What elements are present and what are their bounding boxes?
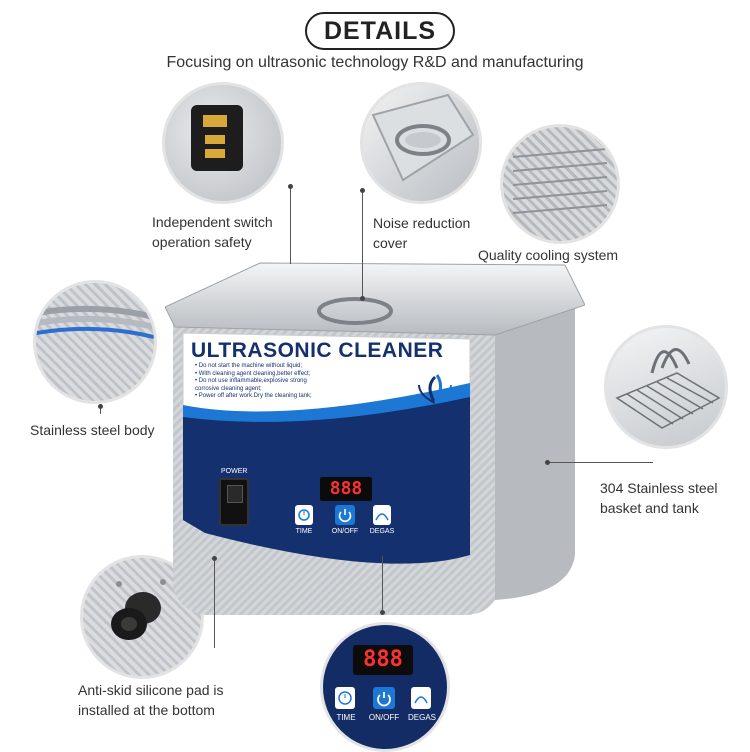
basket-caption-line1: 304 Stainless steel — [600, 480, 718, 496]
zoom-degas-label: DEGAS — [407, 713, 436, 722]
pad-caption: Anti-skid silicone pad is installed at t… — [78, 680, 224, 720]
dot-pad — [212, 556, 217, 561]
connector-switch — [290, 186, 291, 264]
dot-basket — [545, 460, 550, 465]
cleaner-body-shape — [165, 262, 585, 615]
dot-cover-bottom — [360, 296, 365, 301]
connector-basket — [547, 462, 653, 463]
switch-caption: Independent switch operation safety — [152, 212, 273, 252]
zoom-degas-icon — [411, 687, 431, 709]
degas-icon — [375, 513, 389, 521]
warning-5: • Power off after work.Dry the cleaning … — [195, 393, 312, 399]
steel-body-closeup — [33, 280, 157, 404]
basket-caption-line2: basket and tank — [600, 500, 699, 516]
cleaner-label-title: ULTRASONIC CLEANER — [191, 339, 444, 362]
granbo-logo-icon — [418, 374, 452, 404]
power-switch[interactable] — [219, 478, 249, 526]
cooling-texture-closeup — [500, 124, 620, 244]
basket-caption: 304 Stainless steel basket and tank — [600, 478, 718, 518]
dot-cover-top — [360, 188, 365, 193]
ultrasonic-cleaner: ULTRASONIC CLEANER • Do not start the ma… — [165, 255, 585, 615]
zoom-time-icon — [335, 687, 355, 709]
brand-name: GRANBO — [411, 407, 456, 418]
power-socket-closeup — [162, 82, 284, 204]
dot-panel — [380, 610, 385, 615]
cooling-caption: Quality cooling system — [478, 247, 619, 263]
switch-caption-line2: operation safety — [152, 234, 252, 250]
warning-list: • Do not start the machine without liqui… — [195, 363, 345, 401]
onoff-label: ON/OFF — [331, 528, 359, 535]
subtitle: Focusing on ultrasonic technology R&D an… — [166, 54, 584, 71]
degas-label: DEGAS — [369, 528, 395, 535]
zoom-power-icon — [373, 687, 395, 709]
clock-icon — [298, 509, 310, 521]
pad-caption-line2: installed at the bottom — [78, 702, 215, 718]
basket-closeup — [604, 325, 728, 449]
switch-caption-line1: Independent switch — [152, 214, 273, 230]
cover-caption-line1: Noise reduction — [373, 215, 471, 231]
connector-body — [100, 406, 101, 414]
led-display: 888 — [320, 477, 372, 501]
body-caption: Stainless steel body — [30, 422, 155, 438]
warning-1: • Do not start the machine without liqui… — [195, 363, 303, 369]
time-button[interactable] — [295, 505, 313, 525]
connector-pad — [214, 558, 215, 648]
power-label: POWER — [221, 468, 248, 475]
warning-2: • With cleaning agent cleaning,better ef… — [195, 370, 311, 377]
lid-handle-icon — [371, 93, 475, 182]
details-title: DETAILS — [305, 12, 455, 50]
dot-body — [98, 404, 103, 409]
zoom-time-label: TIME — [336, 713, 356, 722]
socket-icon — [191, 105, 243, 171]
pad-caption-line1: Anti-skid silicone pad is — [78, 682, 224, 698]
connector-panel — [382, 556, 383, 614]
warning-4: corrosive cleaning agent; — [195, 385, 262, 392]
warning-3: • Do not use inflammable,explosive stron… — [195, 378, 307, 384]
details-title-text: DETAILS — [323, 16, 437, 45]
dot-switch — [288, 184, 293, 189]
degas-button[interactable] — [373, 505, 391, 525]
steel-layers-icon — [36, 305, 154, 339]
control-panel-closeup: 888 TIME ON/OFF DEGAS — [320, 622, 450, 752]
cover-caption: Noise reduction cover — [373, 213, 470, 253]
cover-caption-line2: cover — [373, 235, 408, 251]
onoff-button[interactable] — [335, 505, 355, 525]
basket-icon — [615, 348, 721, 429]
lid-handle-closeup — [360, 82, 482, 204]
zoom-onoff-label: ON/OFF — [368, 713, 400, 722]
power-icon — [338, 509, 352, 523]
time-label: TIME — [295, 528, 313, 535]
rubber-foot-icon — [111, 579, 166, 640]
connector-cover — [362, 190, 363, 298]
zoom-led-display: 888 — [353, 645, 413, 675]
vent-pattern-icon — [512, 148, 608, 214]
